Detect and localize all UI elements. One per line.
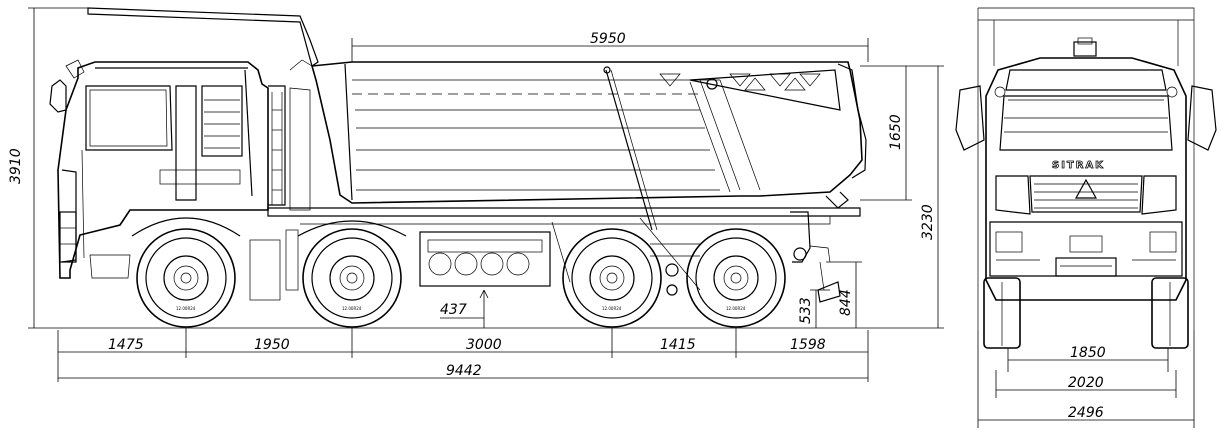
tire-label: 12.00R24 (342, 306, 362, 311)
dim-wheelbase-3: 1415 (660, 337, 696, 353)
wheel-1: 12.00R24 (136, 228, 236, 328)
dim-body-height: 1650 (888, 114, 904, 150)
dim-rear-overhang: 1598 (790, 337, 826, 353)
cab (49, 59, 311, 279)
brand-name: SITRAK (1052, 160, 1105, 171)
dim-overall-width: 2496 (1068, 405, 1104, 421)
dim-overall-height: 3910 (8, 148, 24, 184)
dim-front-overhang: 1475 (108, 337, 144, 353)
tire-label: 12.00R24 (176, 306, 196, 311)
dim-wheelbase-1: 1950 (254, 337, 290, 353)
wheel-3: 12.00R24 (562, 228, 662, 328)
wheels: 12.00R24 12.00R24 12.00R24 (131, 217, 786, 328)
dim-body-length: 5950 (590, 31, 626, 47)
dump-body (87, 7, 867, 231)
brand-logo-icon (1074, 178, 1098, 199)
dim-rear-step-height: 533 (798, 297, 814, 324)
side-view: 12.00R24 12.00R24 12.00R24 (8, 7, 944, 382)
front-dimensions: 1850 2020 2496 (977, 330, 1195, 428)
front-view: SITRAK 1850 (955, 7, 1217, 428)
dim-track-front: 2020 (1068, 375, 1104, 391)
side-dimensions: 5950 3910 1650 3230 844 533 (8, 7, 944, 382)
dim-ground-clearance: 437 (440, 302, 467, 318)
tire-label: 12.00R24 (726, 306, 746, 311)
dim-wheelbase-2: 3000 (466, 337, 502, 353)
tire-label: 12.00R24 (602, 306, 622, 311)
wheel-2: 12.00R24 (302, 228, 402, 328)
dim-hitch-height: 844 (838, 289, 854, 316)
chassis (249, 207, 861, 303)
dim-track-rear: 1850 (1070, 345, 1106, 361)
dim-frame-height: 3230 (920, 204, 936, 240)
wheel-4: 12.00R24 (686, 228, 786, 328)
dim-overall-length: 9442 (446, 363, 482, 379)
